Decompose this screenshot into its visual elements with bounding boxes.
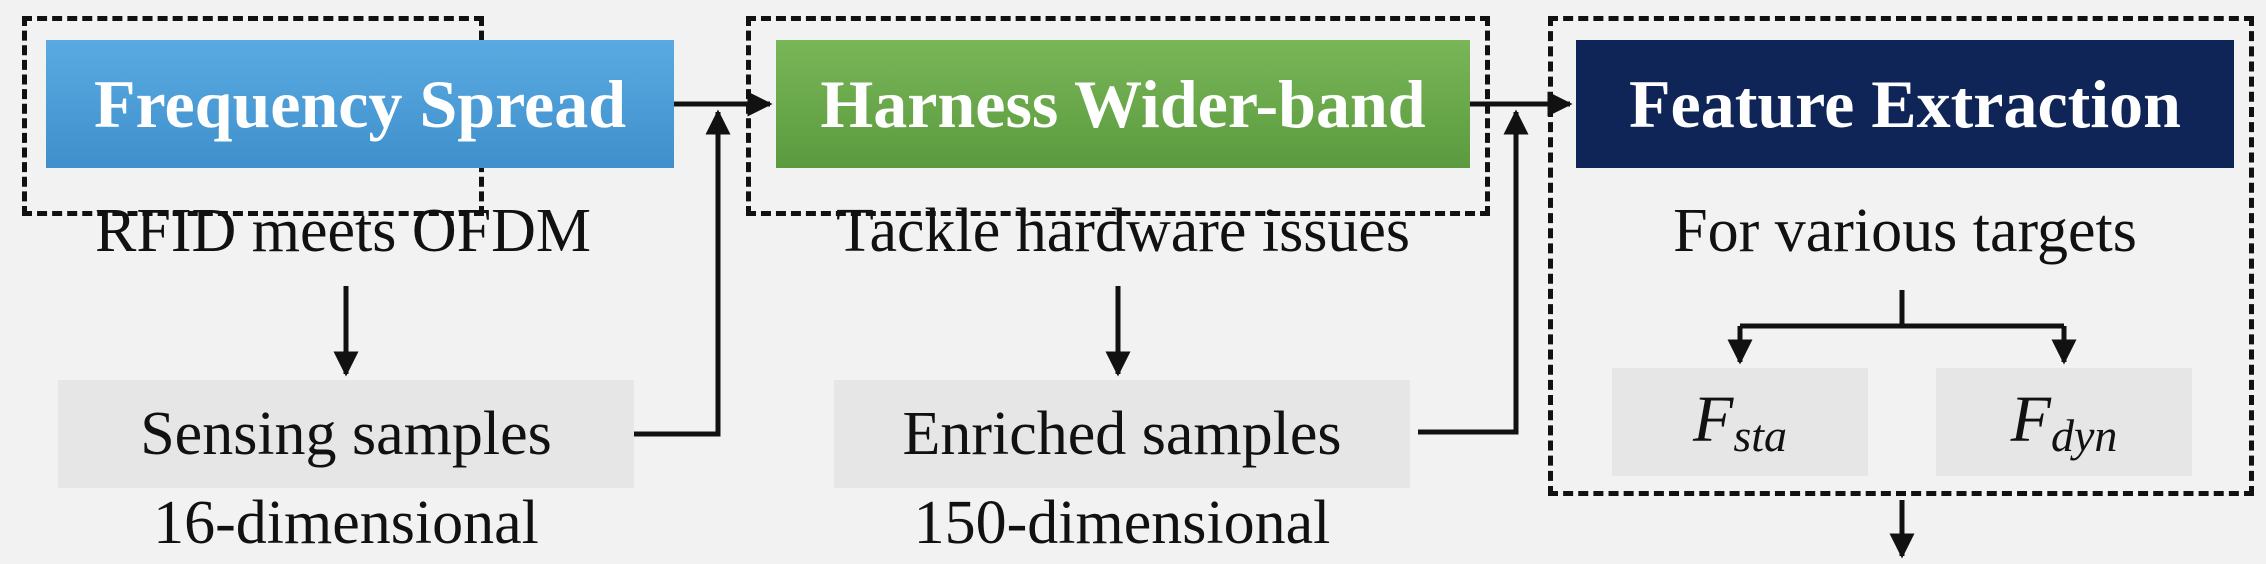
dynamic-feature-box: Fdyn — [1936, 368, 2192, 476]
dynamic-feature-subscript: dyn — [2050, 410, 2118, 461]
frequency-spread-title: Frequency Spread — [93, 65, 627, 142]
static-feature-box: Fsta — [1612, 368, 1868, 476]
dynamic-feature-base: F — [2010, 383, 2051, 456]
static-feature-base: F — [1692, 383, 1734, 456]
harness-wider-band-subtitle: Tackle hardware issues — [835, 197, 1411, 265]
feature-extraction-header: Feature Extraction — [1576, 40, 2234, 168]
stage-3-group — [1548, 16, 2254, 496]
sensing-samples-label: Sensing samples — [140, 399, 552, 468]
sensing-samples-box: Sensing samples — [58, 380, 634, 488]
arrow-enriched-to-stage3 — [1418, 109, 1529, 435]
sensing-samples-dimension: 16-dimensional — [153, 489, 539, 557]
arrow-sensing-to-stage2 — [634, 109, 731, 437]
feature-extraction-title: Feature Extraction — [1628, 65, 2182, 142]
frequency-spread-header: Frequency Spread — [46, 40, 674, 168]
harness-wider-band-header: Harness Wider-band — [776, 40, 1470, 168]
feature-extraction-subtitle: For various targets — [1673, 197, 2137, 265]
enriched-samples-dimension: 150-dimensional — [913, 489, 1331, 557]
static-feature-subscript: sta — [1733, 410, 1787, 461]
frequency-spread-subtitle: RFID meets OFDM — [94, 197, 592, 265]
enriched-samples-box: Enriched samples — [834, 380, 1410, 488]
enriched-samples-label: Enriched samples — [902, 399, 1342, 468]
harness-wider-band-title: Harness Wider-band — [820, 65, 1426, 142]
